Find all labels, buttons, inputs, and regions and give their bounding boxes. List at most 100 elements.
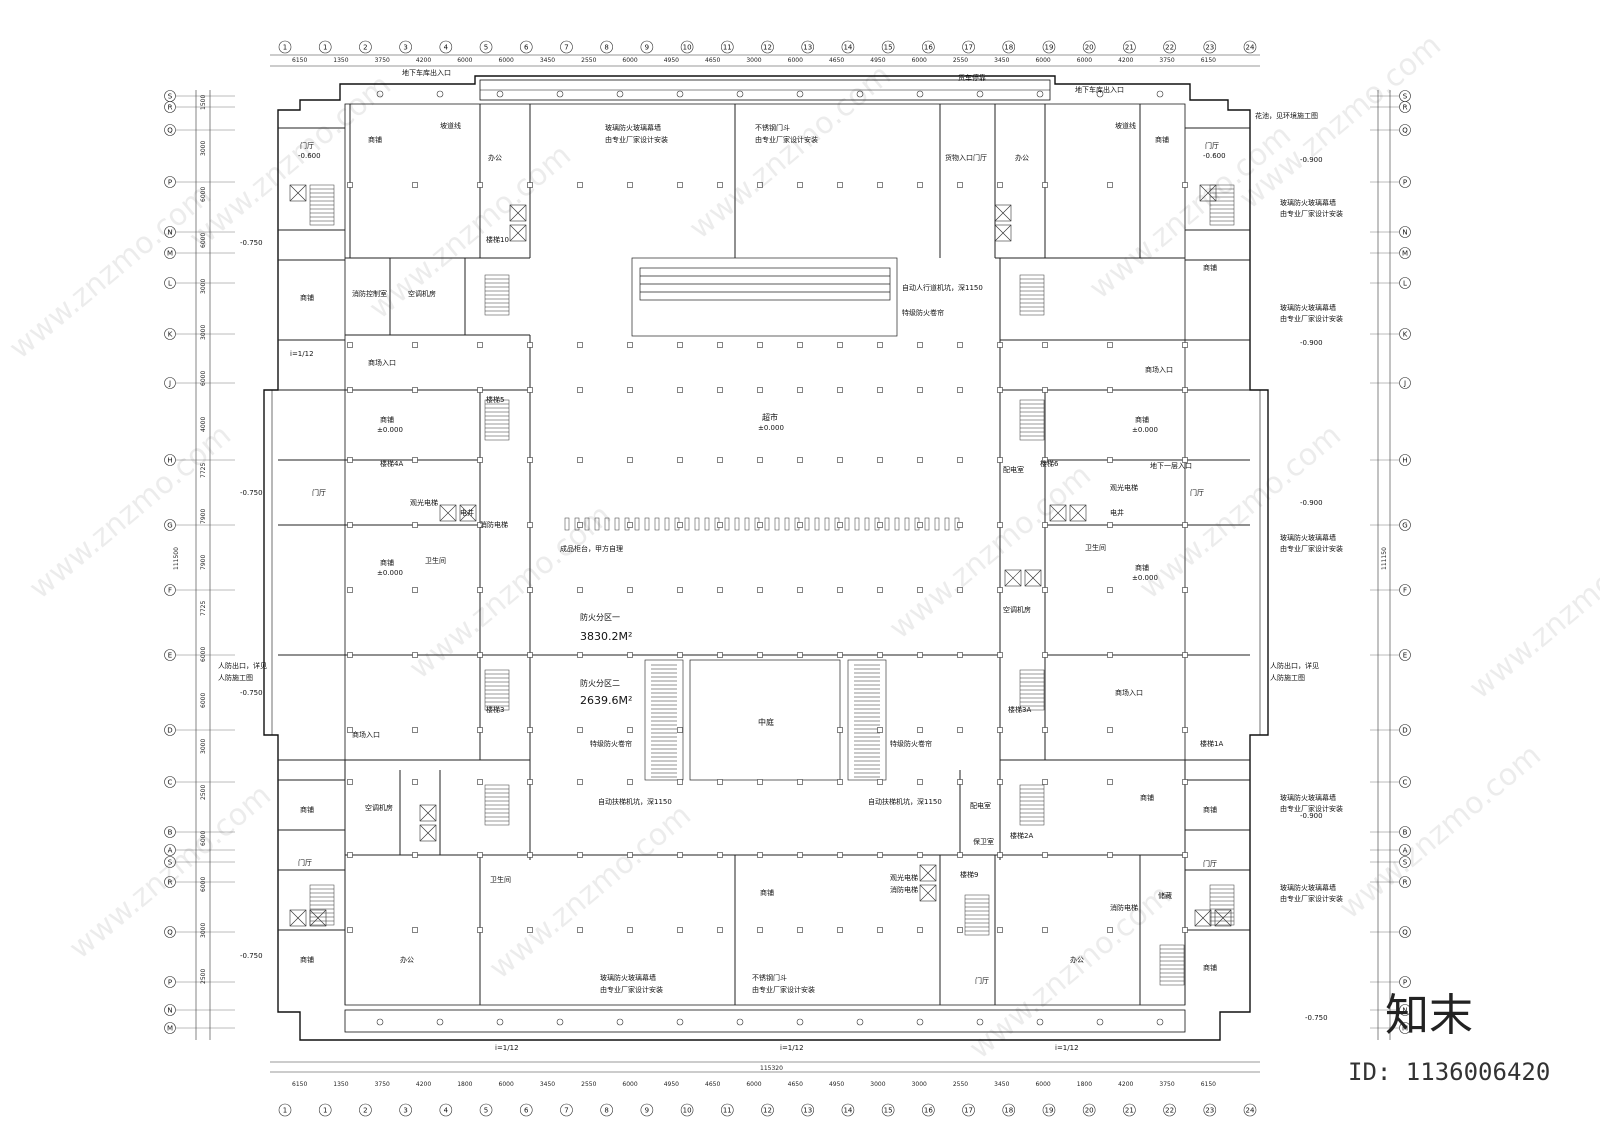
axis-bubble: [1399, 976, 1411, 988]
structural-column: [1182, 779, 1188, 785]
label-civil-defense-left: 人防出口，详见: [218, 661, 267, 670]
display-counter: [894, 517, 900, 531]
label-shop-top-right: 商铺: [1155, 135, 1169, 144]
structural-column: [477, 587, 483, 593]
canopy-column: [1036, 1018, 1044, 1026]
axis-bubble: [962, 1103, 975, 1117]
label-elec-well-left: 电井: [460, 508, 474, 517]
structural-column: [797, 387, 803, 393]
structural-column: [757, 182, 763, 188]
axis-label: 13: [803, 1107, 812, 1115]
elevator-cross: [994, 204, 1012, 222]
bottom-dim: 4950: [664, 1081, 679, 1088]
axis-bubble: [1399, 124, 1411, 136]
axis-label: G: [167, 522, 172, 530]
structural-column: [797, 457, 803, 463]
structural-column: [877, 587, 883, 593]
axis-label: 2: [363, 1107, 367, 1115]
axis-bubble: [922, 40, 935, 54]
axis-bubble: [1082, 40, 1096, 54]
label-toilet-right: 卫生间: [1085, 543, 1106, 552]
axis-label: R: [1403, 104, 1408, 112]
left-dim: 7900: [200, 509, 207, 524]
axis-label: 3: [403, 44, 407, 52]
axis-bubble: [640, 1103, 654, 1117]
label-shop-left-2-elev: ±0.000: [377, 569, 403, 577]
canopy-column: [556, 90, 564, 98]
structural-column: [577, 652, 583, 658]
label-viewing-elev-bottom: 观光电梯: [890, 873, 918, 882]
display-counter: [844, 517, 850, 531]
elevator-shaft: [994, 224, 1012, 242]
label-glass-wall-right-2-note: 由专业厂家设计安装: [1280, 314, 1343, 323]
display-counter: [944, 517, 950, 531]
structural-column: [997, 522, 1003, 528]
structural-column: [837, 927, 843, 933]
structural-column: [477, 927, 483, 933]
bottom-dim: 4950: [829, 1081, 844, 1088]
axis-label: 14: [843, 1107, 852, 1115]
label-fire-shutter-top: 特级防火卷帘: [902, 308, 944, 317]
elevator-shaft: [1214, 909, 1232, 927]
elev-left-4: -0.750: [240, 952, 263, 960]
axis-bubble: [720, 40, 734, 54]
elev-right-3: -0.900: [1300, 499, 1323, 507]
display-counter: [684, 517, 690, 531]
display-counter: [734, 517, 740, 531]
structural-column: [412, 587, 418, 593]
bottom-dim: 3000: [912, 1081, 927, 1088]
axis-bubble: [1243, 1103, 1257, 1117]
label-shop-left-2: 商铺: [380, 558, 394, 567]
structural-column: [717, 587, 723, 593]
structural-column: [837, 652, 843, 658]
axis-label: R: [168, 879, 173, 887]
structural-column: [677, 457, 683, 463]
structural-column: [717, 457, 723, 463]
bottom-dim: 3750: [1159, 1081, 1174, 1088]
structural-column: [1182, 522, 1188, 528]
structural-column: [837, 779, 843, 785]
structural-column: [1182, 587, 1188, 593]
elevator-cross: [509, 224, 527, 242]
axis-label: L: [168, 280, 172, 288]
display-counter: [824, 517, 830, 531]
label-glass-wall-right-4-note: 由专业厂家设计安装: [1280, 804, 1343, 813]
axis-bubble: [1399, 454, 1411, 466]
axis-bubble: [1163, 40, 1176, 54]
structural-column: [627, 779, 633, 785]
axis-label: C: [168, 779, 173, 787]
top-dim: 3450: [994, 57, 1009, 64]
label-lobby-top-right: 门厅: [1205, 141, 1219, 150]
top-dim: 6000: [1077, 57, 1092, 64]
elevator-shaft: [509, 224, 527, 242]
axis-bubble: [1399, 328, 1411, 340]
structural-column: [1107, 387, 1113, 393]
axis-bubble: [479, 1103, 493, 1117]
structural-column: [412, 387, 418, 393]
top-dim: 4650: [829, 57, 844, 64]
top-dim: 3750: [1159, 57, 1174, 64]
axis-label: 13: [803, 44, 812, 52]
axis-bubble: [164, 124, 176, 136]
axis-label: 16: [924, 1107, 933, 1115]
structural-column: [877, 727, 883, 733]
left-dimension-texts: 1500300060006000300030006000400077257900…: [200, 95, 207, 984]
structural-column: [1107, 457, 1113, 463]
label-toilet-left: 卫生间: [425, 556, 446, 565]
structural-column: [837, 387, 843, 393]
axis-bubble: [318, 1103, 332, 1117]
axis-label: 12: [763, 44, 772, 52]
axis-bubble: [680, 40, 694, 54]
top-dim: 6000: [1035, 57, 1050, 64]
structural-column: [1107, 522, 1113, 528]
elev-left-3: -0.750: [240, 689, 263, 697]
top-dim: 4650: [705, 57, 720, 64]
label-shop-l-mid: 商铺: [300, 293, 314, 302]
top-dim: 6000: [912, 57, 927, 64]
structural-column: [837, 522, 843, 528]
label-office-bottom-left: 办公: [400, 955, 414, 964]
axis-bubble: [1399, 176, 1411, 188]
structural-column: [1107, 652, 1113, 658]
